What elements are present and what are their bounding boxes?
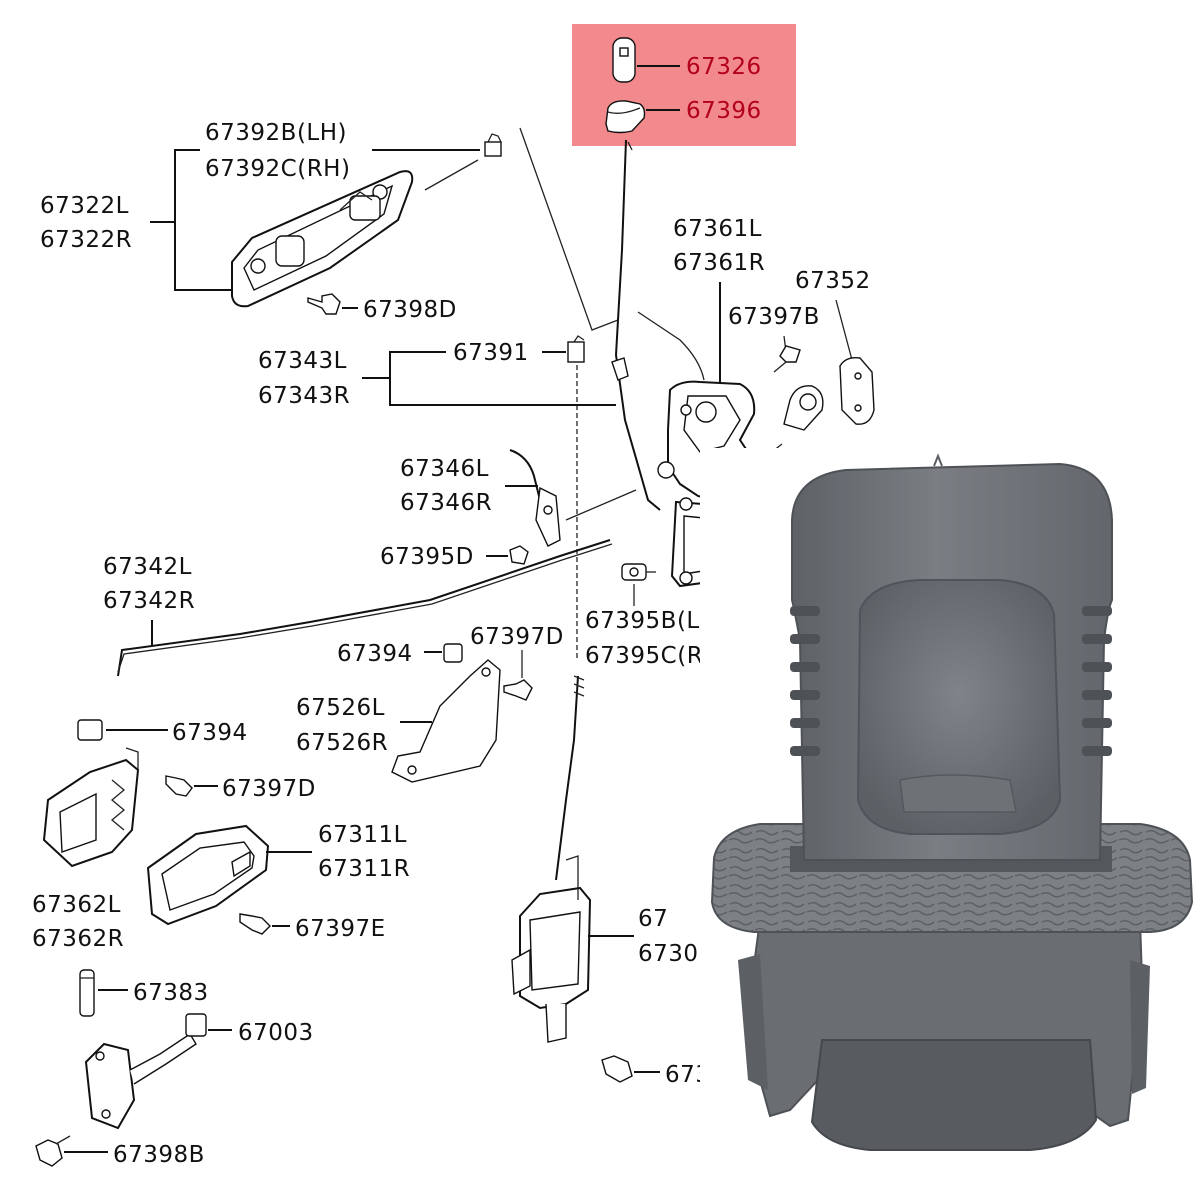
label-67362l: 67362L xyxy=(32,892,121,918)
part-67526-bracket xyxy=(391,659,501,783)
part-67326-button xyxy=(612,37,636,83)
part-67383-pin xyxy=(79,969,95,1017)
label-67346l: 67346L xyxy=(400,456,489,482)
label-67352: 67352 xyxy=(795,268,871,294)
part-67391-clip xyxy=(567,335,585,363)
part-67394-nut-b xyxy=(77,719,103,741)
label-67346r: 67346R xyxy=(400,490,492,516)
label-67526l: 67526L xyxy=(296,695,385,721)
part-67397d-screw-b xyxy=(165,775,193,797)
part-67392-clip xyxy=(484,133,502,157)
label-67397d-a: 67397D xyxy=(470,624,564,650)
label-67361l: 67361L xyxy=(673,216,762,242)
label-67343l: 67343L xyxy=(258,348,347,374)
part-67396-boot xyxy=(605,100,646,134)
label-67362r: 67362R xyxy=(32,926,124,952)
part-6730x-actuator xyxy=(511,855,592,1043)
part-latch-bushing xyxy=(763,385,824,459)
label-67383: 67383 xyxy=(133,980,209,1006)
part-67397e-screw xyxy=(239,913,271,935)
lock-cable xyxy=(555,675,579,881)
part-67342-rod xyxy=(117,539,611,677)
label-67322r: 67322R xyxy=(40,227,132,253)
part-67397d-screw-a xyxy=(503,679,533,701)
label-67342l: 67342L xyxy=(103,554,192,580)
part-67346-lever xyxy=(509,449,561,547)
label-67361r: 67361R xyxy=(673,250,765,276)
label-67397d-b: 67397D xyxy=(222,776,316,802)
part-67311-inside-handle xyxy=(146,824,270,926)
label-67342r: 67342R xyxy=(103,588,195,614)
label-67003: 67003 xyxy=(238,1020,314,1046)
part-67395b-clip xyxy=(621,563,656,581)
highlight-box xyxy=(572,24,796,146)
label-67526r: 67526R xyxy=(296,730,388,756)
part-67394-nut-a xyxy=(443,643,463,663)
part-67352-pad xyxy=(839,356,875,425)
label-67397e: 67397E xyxy=(295,916,386,942)
label-6730-cut: 6730 xyxy=(638,941,699,967)
label-67311l: 67311L xyxy=(318,822,407,848)
part-67398d-bolt xyxy=(307,293,341,315)
part-67322-outside-handle xyxy=(231,170,414,308)
part-67003-door-check xyxy=(84,1013,207,1130)
label-67322l: 67322L xyxy=(40,193,129,219)
label-67-cut-2: 67 xyxy=(638,906,668,932)
label-67392b: 67392B(LH) xyxy=(205,120,347,146)
part-6739x-bolt xyxy=(601,1055,633,1083)
label-67326: 67326 xyxy=(686,54,762,80)
label-67397b: 67397B xyxy=(728,304,820,330)
label-67395d: 67395D xyxy=(380,544,474,570)
product-photo-rubber-boot xyxy=(700,448,1200,1200)
label-67311r: 67311R xyxy=(318,856,410,882)
leader-67392-to-latch xyxy=(519,127,619,331)
label-67392c: 67392C(RH) xyxy=(205,156,350,182)
part-67398b-bolt xyxy=(35,1135,71,1167)
lock-rod xyxy=(614,139,661,511)
label-67398d: 67398D xyxy=(363,297,457,323)
part-67397b-screw xyxy=(773,345,801,373)
label-67343r: 67343R xyxy=(258,383,350,409)
label-67398b: 67398B xyxy=(113,1142,205,1168)
part-67395d-grommet xyxy=(509,545,529,565)
bracket-67322 xyxy=(174,149,232,291)
label-67396: 67396 xyxy=(686,98,762,124)
label-67394-b: 67394 xyxy=(172,720,248,746)
part-67362-lever-assembly xyxy=(42,747,140,868)
label-67391: 67391 xyxy=(453,340,529,366)
label-67394-a: 67394 xyxy=(337,641,413,667)
